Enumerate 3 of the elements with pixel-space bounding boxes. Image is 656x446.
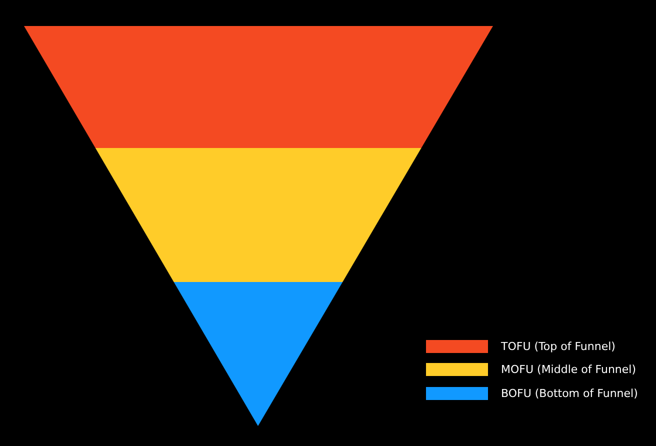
legend-label: BOFU (Bottom of Funnel) <box>501 387 638 400</box>
legend-label: MOFU (Middle of Funnel) <box>501 363 636 376</box>
legend-label: TOFU (Top of Funnel) <box>501 340 616 353</box>
